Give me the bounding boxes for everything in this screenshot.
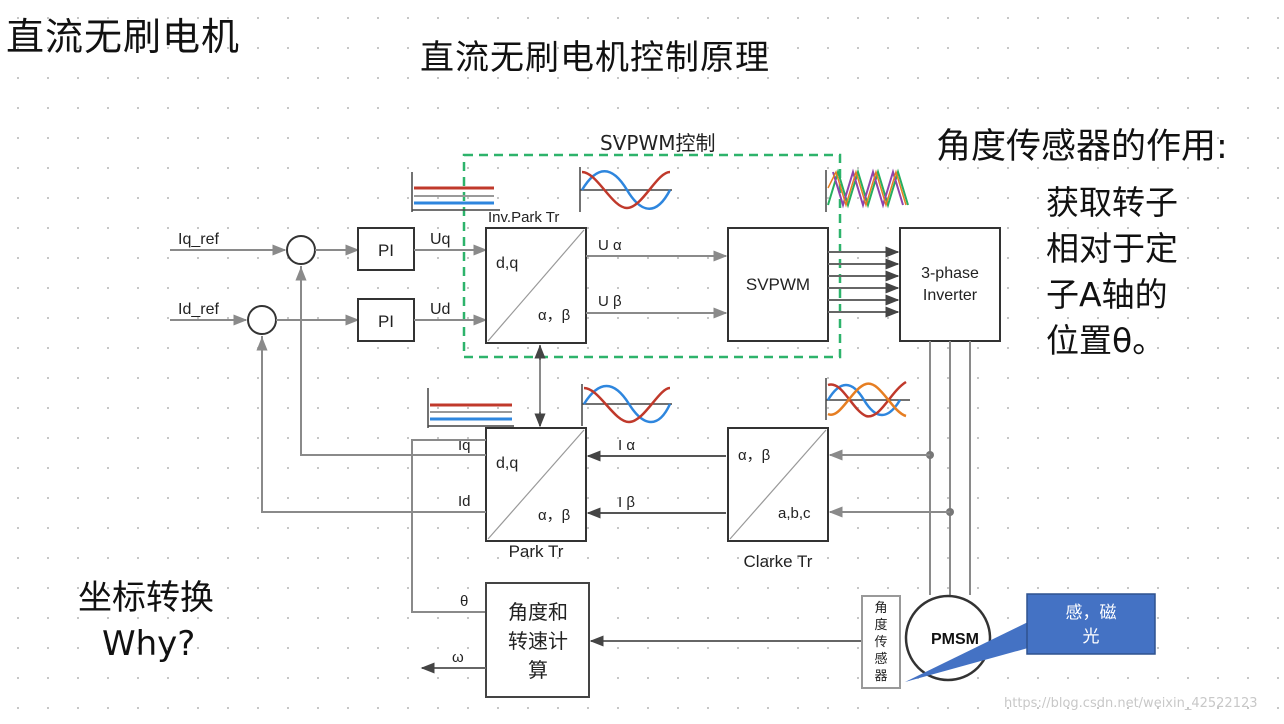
page-title: 直流无刷电机控制原理 (420, 38, 770, 78)
inverter-label-1: 3-phase (921, 265, 979, 282)
three-phase-pwm-icon (825, 168, 909, 212)
pi-d-label: PI (378, 312, 394, 331)
inv-park-dq: d,q (496, 255, 518, 272)
coord-transform-title: 坐标转换 (78, 578, 214, 618)
summing-junction-q (286, 235, 316, 265)
pi-q-label: PI (378, 241, 394, 260)
watermark: https://blog.csdn.net/weixin_42522123 (1004, 696, 1258, 711)
angle-sensor-char: 角 (874, 600, 887, 615)
corner-title: 直流无刷电机 (6, 15, 241, 59)
park-title: Park Tr (509, 542, 564, 561)
angle-sensor-char: 度 (874, 617, 887, 632)
sensor-role-line: 子A轴的 (1046, 275, 1168, 314)
id-label: Id (458, 493, 471, 510)
iq-ref-label: Iq_ref (178, 231, 219, 248)
sensor-role-line: 获取转子 (1046, 183, 1178, 222)
why-question: Why? (102, 624, 196, 664)
uq-label: Uq (430, 231, 450, 248)
svpwm-block (727, 227, 829, 342)
dc-signal-icon (427, 388, 514, 428)
angle-sensor-box (861, 595, 901, 689)
theta-label: θ (460, 593, 468, 610)
inv-park-ab: α，β (538, 307, 571, 324)
callout-line-2: 光 (1083, 627, 1100, 646)
pwm-signal-lines (828, 246, 900, 318)
clarke-ab: α，β (738, 447, 771, 464)
sensor-role-line: 相对于定 (1046, 229, 1178, 268)
pi-controller-q (357, 227, 415, 271)
callout-pointer (905, 622, 1028, 682)
angle-speed-line-1: 角度和 (508, 601, 568, 624)
clarke-title: Clarke Tr (744, 552, 813, 571)
pmsm-label: PMSM (931, 631, 979, 648)
dc-signal-icon (411, 172, 500, 212)
callout-box (1026, 593, 1156, 655)
inverter-label-2: Inverter (923, 287, 978, 304)
u-alpha-label: U α (598, 237, 622, 254)
sensor-role-line: 位置θ。 (1046, 321, 1166, 360)
sensor-role-title: 角度传感器的作用: (936, 127, 1228, 167)
angle-sensor-char: 器 (874, 668, 887, 683)
park-ab: α，β (538, 507, 571, 524)
clarke-abc: a,b,c (778, 505, 811, 522)
i-beta-label: I β (618, 494, 635, 511)
angle-sensor-char: 感 (874, 651, 887, 666)
two-phase-sine-icon (581, 384, 672, 426)
summing-junction-d (247, 305, 277, 335)
pi-controller-d (357, 298, 415, 342)
svpwm-group-label: SVPWM控制 (600, 131, 716, 155)
angle-speed-line-3: 算 (528, 659, 548, 682)
omega-label: ω (452, 649, 464, 666)
iq-label: Iq (458, 437, 471, 454)
inv-park-title: Inv.Park Tr (488, 209, 559, 226)
angle-sensor-char: 传 (874, 634, 887, 649)
id-ref-label: Id_ref (178, 301, 219, 318)
callout-line-1: 感，磁 (1066, 603, 1117, 622)
ud-label: Ud (430, 301, 450, 318)
three-phase-sine-icon (825, 378, 910, 420)
two-phase-sine-icon (579, 167, 672, 212)
svpwm-group-box (462, 153, 842, 359)
inverter-block (899, 227, 1001, 342)
park-dq: d,q (496, 455, 518, 472)
angle-speed-calc-block (485, 582, 590, 698)
angle-speed-line-2: 转速计 (508, 630, 568, 653)
u-beta-label: U β (598, 293, 622, 310)
svpwm-block-label: SVPWM (746, 275, 810, 294)
i-alpha-label: I α (618, 437, 635, 454)
